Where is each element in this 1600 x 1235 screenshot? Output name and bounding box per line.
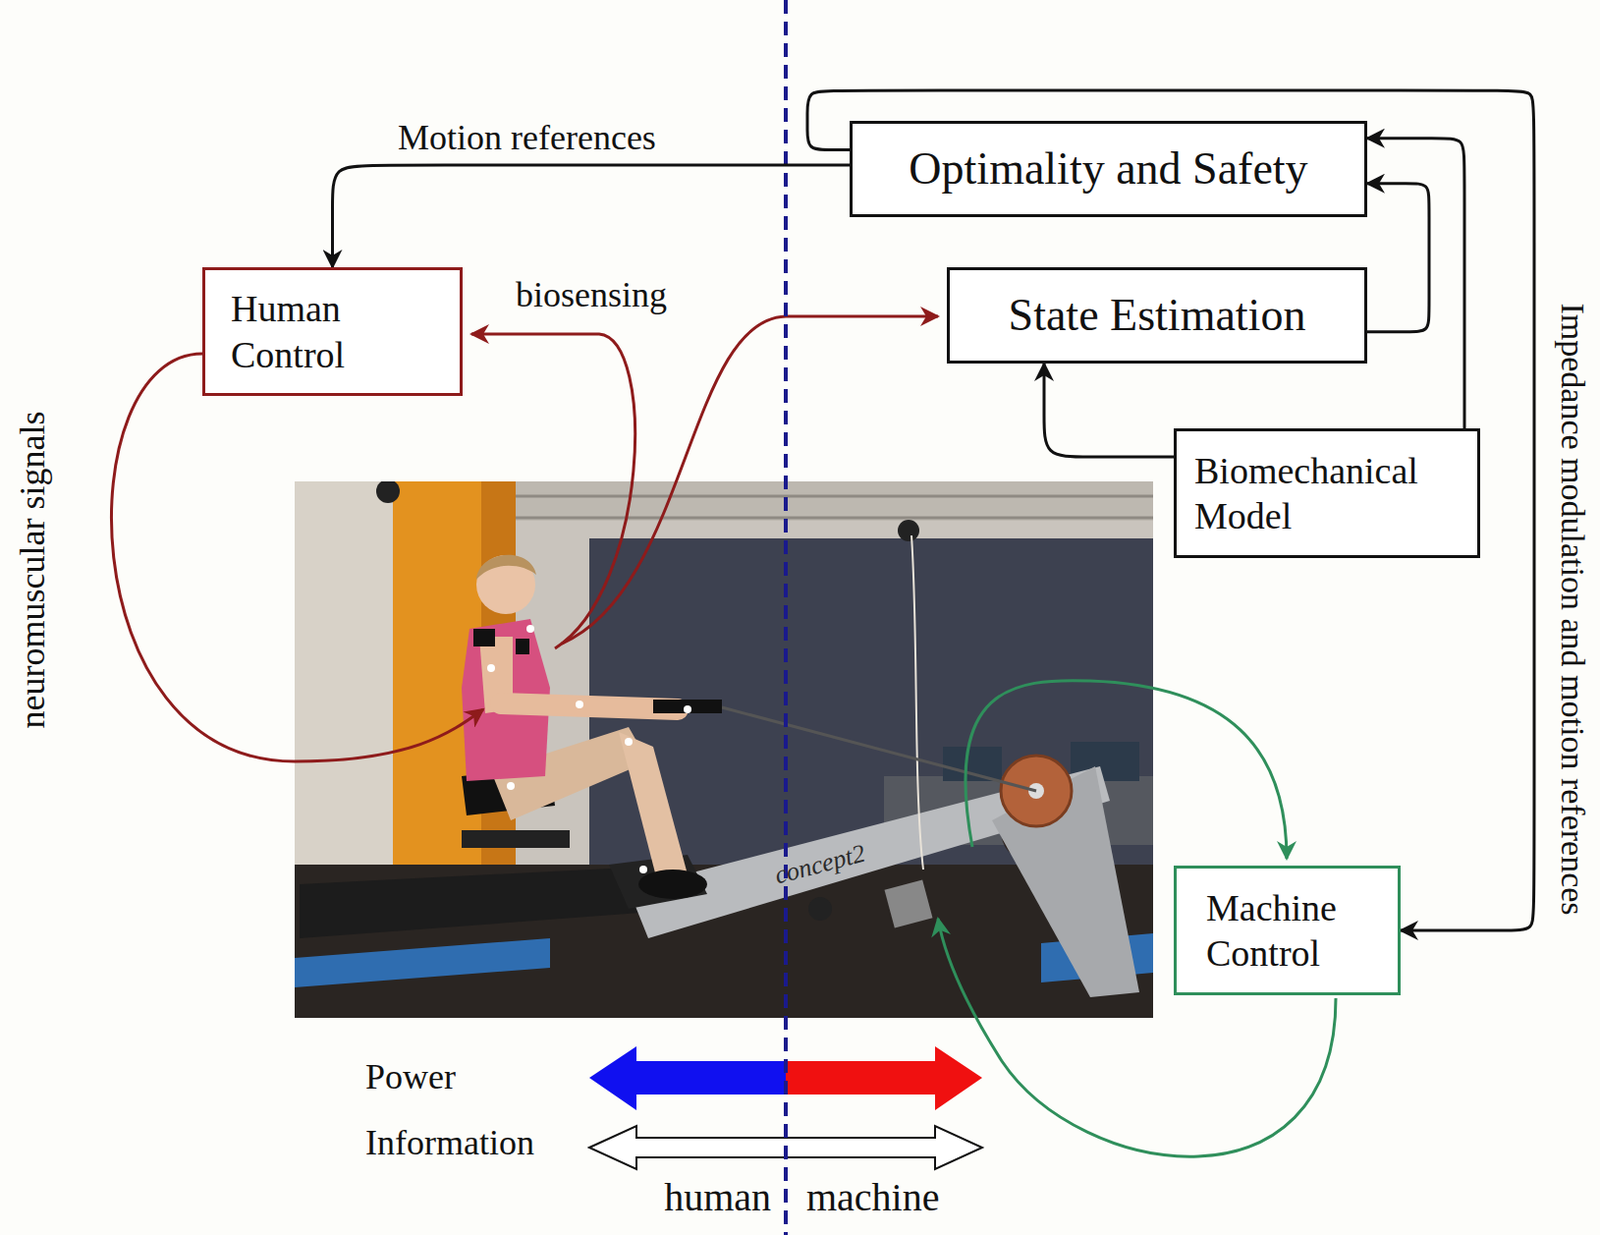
marker-dot [624, 737, 633, 746]
hair [476, 554, 537, 580]
annotation-label: Power [365, 1056, 456, 1098]
annotation-label: Information [365, 1122, 535, 1163]
node-label: Optimality and Safety [908, 141, 1308, 197]
biosensing-wire [471, 333, 636, 649]
emg-sensor [473, 628, 496, 647]
marker-dot [683, 705, 692, 714]
biosensing-wire [561, 316, 938, 644]
annotation-label: neuromuscular signals [12, 411, 54, 729]
connector-arrow [807, 90, 1535, 931]
node-label: Machine Control [1206, 884, 1337, 977]
forearm [500, 703, 678, 710]
node-label: Biomechanical Model [1194, 447, 1419, 540]
node-label: Human Control [230, 285, 345, 378]
cable [911, 535, 924, 870]
marker-dot [575, 700, 584, 709]
rowing-photo [294, 481, 1154, 1018]
camera [808, 896, 832, 921]
controller-box: Human Control [202, 267, 463, 396]
node-label: State Estimation [1008, 287, 1307, 343]
shin [618, 731, 688, 884]
marker-dot [526, 624, 535, 633]
marker-dot [639, 865, 648, 874]
marker-dot [506, 781, 515, 790]
photo-ground [294, 481, 1154, 1018]
annotation-label: human [663, 1174, 772, 1220]
chain [721, 707, 1037, 791]
machine-sensing-wire [965, 680, 1287, 859]
annotation-label: biosensing [515, 275, 667, 316]
shoe [638, 869, 708, 899]
connector-arrow [332, 165, 851, 268]
connector-arrow [1044, 363, 1174, 457]
camera [897, 519, 920, 542]
model-box: Biomechanical Model [1173, 428, 1481, 558]
neuromuscular-wire [110, 353, 484, 762]
process-box: State Estimation [946, 267, 1368, 364]
camera [376, 481, 400, 503]
edge-label: Motion references [397, 117, 657, 159]
annotation-label: machine [806, 1174, 940, 1220]
head [476, 554, 536, 614]
controller-box: Machine Control [1173, 865, 1401, 995]
side-wall [294, 481, 393, 914]
seat [461, 829, 570, 848]
human-machine-divider [783, 0, 788, 1235]
emg-sensor [515, 638, 530, 655]
monitor [942, 746, 1002, 781]
connector-arrow [1367, 138, 1465, 429]
process-box: Optimality and Safety [849, 120, 1368, 218]
blue-frame [294, 937, 551, 988]
marker-dot [487, 663, 496, 672]
power-arrow-human [589, 1046, 786, 1110]
connector-arrow [1367, 183, 1430, 332]
power-arrow-machine [785, 1046, 983, 1110]
sensor-box [884, 880, 934, 929]
edge-label: Impedance modulation and motion referenc… [1552, 302, 1592, 915]
handle [653, 699, 722, 714]
